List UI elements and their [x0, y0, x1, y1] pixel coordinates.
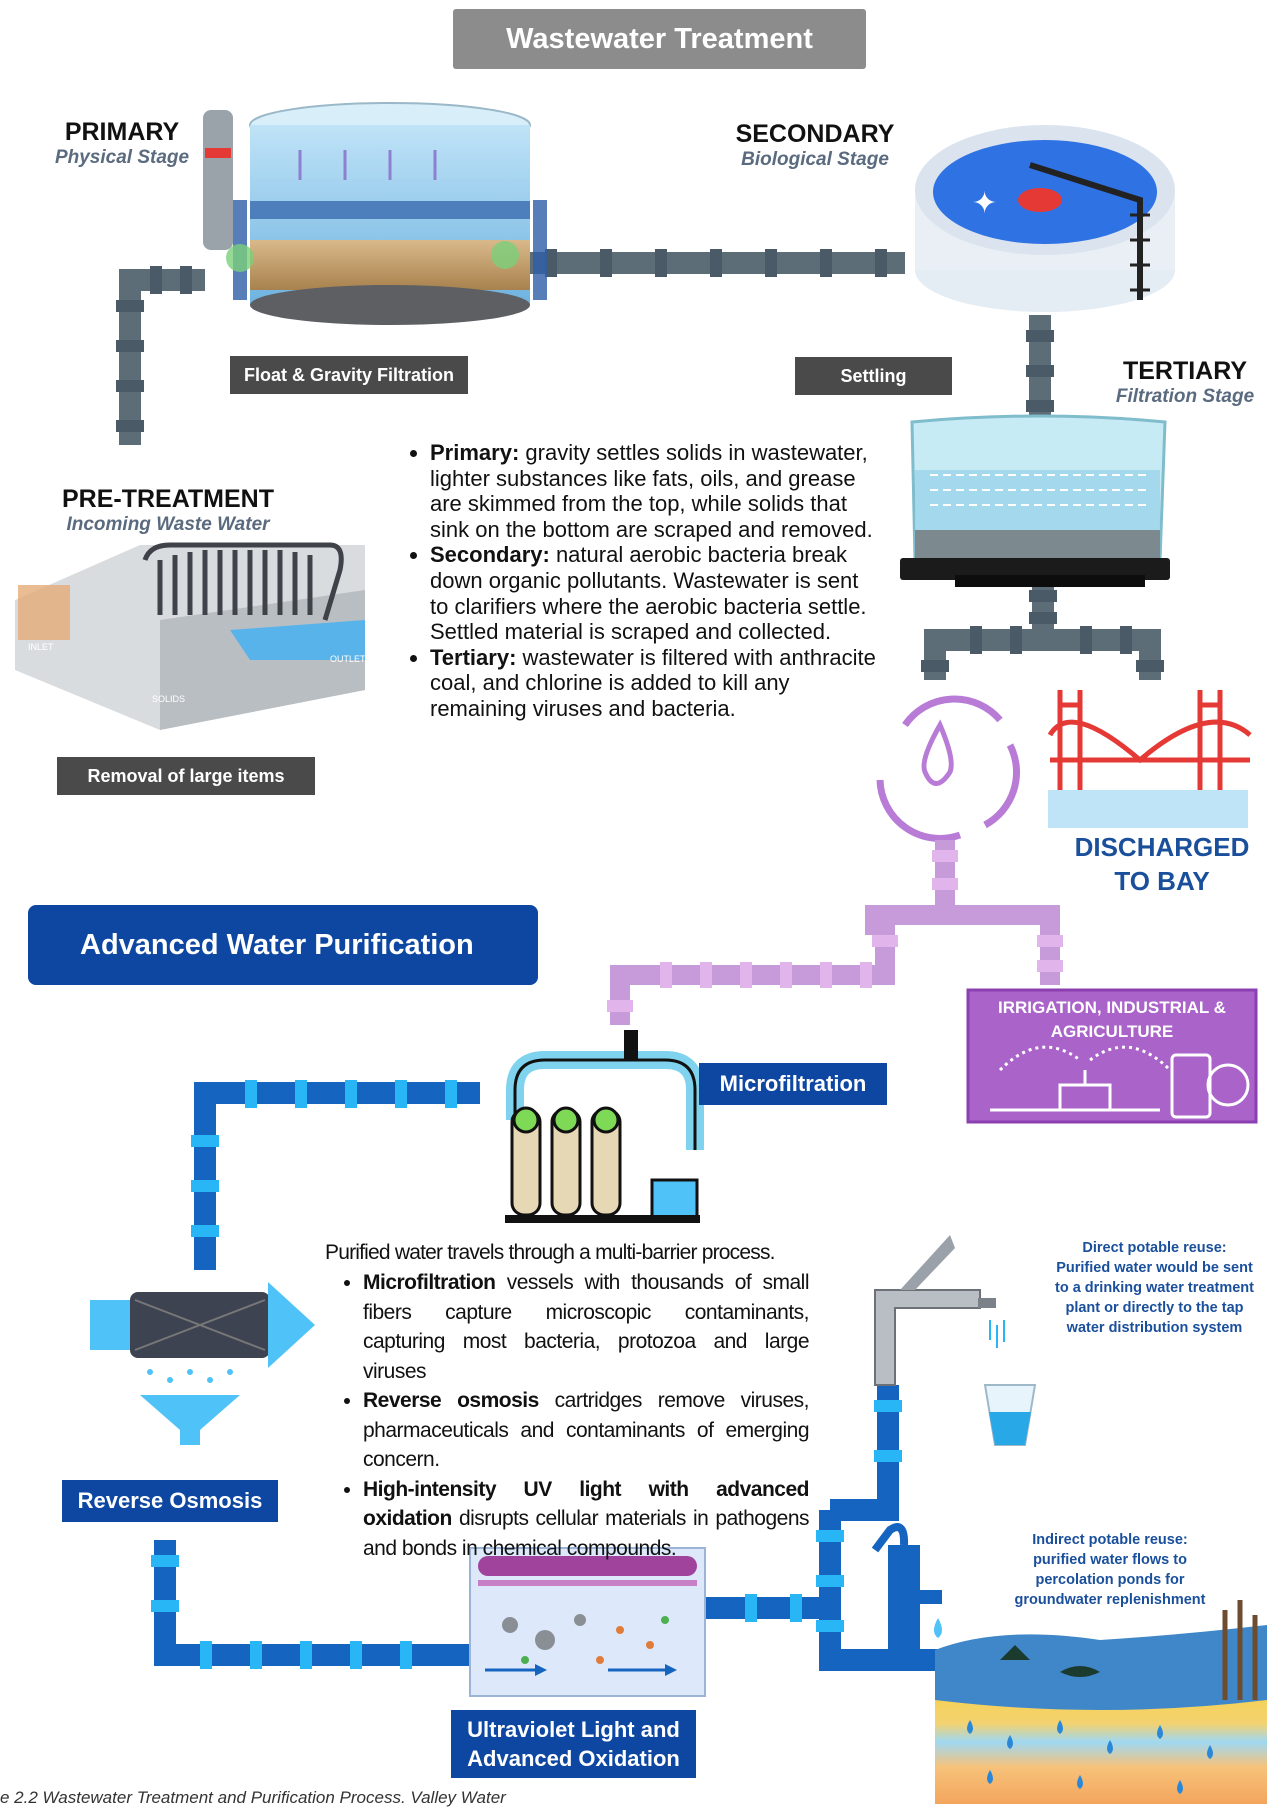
primary-tank [203, 102, 547, 325]
primary-subtitle: Physical Stage [54, 147, 190, 168]
microfiltration-tag: Microfiltration [699, 1063, 887, 1105]
treatment-description: Primary: gravity settles solids in waste… [402, 440, 880, 722]
uv-oxidation-tag: Ultraviolet Light and Advanced Oxidation [451, 1710, 696, 1778]
purple-pipe-joints [607, 850, 1063, 1012]
advanced-purification-title: Advanced Water Purification [28, 905, 538, 985]
description-item-primary: Primary: gravity settles solids in waste… [430, 440, 880, 542]
secondary-stage-label: SECONDARY Biological Stage [725, 120, 905, 171]
indirect-reuse-note: Indirect potable reuse: purified water f… [1014, 1532, 1206, 1608]
pretreatment-title: PRE-TREATMENT [61, 485, 275, 513]
blue-pipe-joints [151, 1080, 902, 1669]
pretreatment-subtitle: Incoming Waste Water [66, 514, 270, 535]
svg-text:INLET: INLET [28, 642, 54, 652]
percolation-pond [935, 1600, 1267, 1804]
blue-pipes [154, 1082, 940, 1671]
recycle-icon [876, 695, 1020, 842]
well-pump-icon [871, 1523, 942, 1655]
removal-tag: Removal of large items [57, 757, 315, 795]
tertiary-title: TERTIARY [1122, 357, 1248, 385]
settling-tag: Settling [795, 357, 952, 395]
description-item-tertiary: Tertiary: wastewater is filtered with an… [430, 645, 880, 722]
secondary-title: SECONDARY [735, 120, 895, 148]
purification-item-uv: High-intensity UV light with advanced ox… [363, 1475, 810, 1564]
microfiltration-unit [505, 1030, 704, 1223]
purification-item-microfiltration: Microfiltration vessels with thousands o… [363, 1268, 810, 1386]
sprinkler-icon [990, 1045, 1250, 1119]
reverse-osmosis-unit [90, 1282, 315, 1445]
discharged-label: DISCHARGED TO BAY [1074, 832, 1250, 896]
primary-stage-label: PRIMARY Physical Stage [47, 118, 197, 169]
purification-item-reverse-osmosis: Reverse osmosis cartridges remove viruse… [363, 1386, 810, 1475]
faucet-icon [874, 1235, 1005, 1386]
pretreatment-unit: INLET OUTLET SOLIDS [15, 542, 366, 730]
secondary-clarifier: ✦ [915, 125, 1175, 312]
irrigation-label: IRRIGATION, INDUSTRIAL & AGRICULTURE [998, 998, 1226, 1041]
water-glass-icon [983, 1384, 1037, 1446]
tertiary-filter-tank [900, 414, 1170, 587]
pretreatment-stage-label: PRE-TREATMENT Incoming Waste Water [58, 485, 278, 536]
bridge-icon [1047, 690, 1252, 828]
float-gravity-tag: Float & Gravity Filtration [230, 356, 468, 394]
purification-description: Microfiltration vessels with thousands o… [335, 1268, 810, 1564]
svg-text:✦: ✦ [972, 187, 997, 220]
uv-oxidation-unit [469, 1547, 706, 1697]
secondary-subtitle: Biological Stage [741, 149, 889, 170]
svg-text:OUTLET: OUTLET [330, 654, 366, 664]
page-title: Wastewater Treatment [453, 9, 866, 69]
purification-intro: Purified water travels through a multi-b… [325, 1241, 776, 1264]
primary-title: PRIMARY [64, 118, 180, 146]
gray-pipe-joints [116, 249, 1164, 672]
tertiary-subtitle: Filtration Stage [1115, 386, 1255, 407]
svg-text:SOLIDS: SOLIDS [152, 694, 185, 704]
reverse-osmosis-tag: Reverse Osmosis [62, 1480, 278, 1522]
figure-caption: e 2.2 Wastewater Treatment and Purificat… [0, 1788, 506, 1807]
description-item-secondary: Secondary: natural aerobic bacteria brea… [430, 542, 880, 644]
tertiary-stage-label: TERTIARY Filtration Stage [1105, 357, 1265, 408]
direct-reuse-note: Direct potable reuse: Purified water wou… [1054, 1240, 1254, 1336]
